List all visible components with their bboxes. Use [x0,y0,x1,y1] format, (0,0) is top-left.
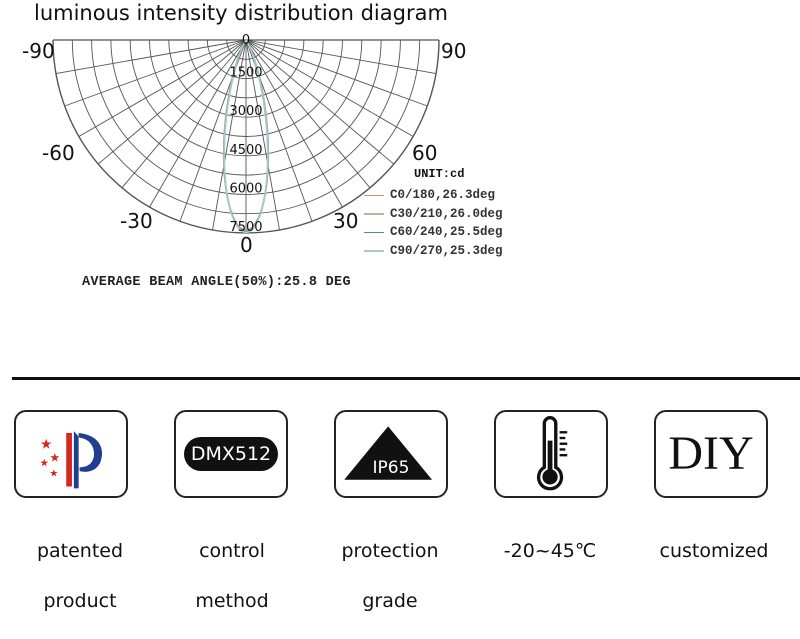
grid-spoke [245,39,343,208]
legend-item: C90/270,25.3deg [364,242,503,261]
feature-label: control method [195,540,269,612]
legend-label: C60/240,25.5deg [390,225,503,240]
legend-item: C30/210,26.0deg [364,205,503,224]
grid-spoke [55,39,247,74]
angle-label: -90 [22,39,55,63]
grid-spoke [78,39,247,137]
radial-tick-label: 6000 [229,181,262,196]
legend-item: C60/240,25.5deg [364,223,503,242]
legend-label: C90/270,25.3deg [390,243,503,258]
intensity-curve [223,39,269,234]
radial-tick-label: 1500 [229,66,262,81]
angle-label: -30 [120,209,153,233]
grid-spoke [212,39,247,231]
legend-label: C0/180,26.3deg [390,188,496,203]
thermometer-icon [494,410,608,498]
feature-label: customized [659,540,769,562]
grid-spoke [245,39,414,137]
grid-spoke [245,39,371,189]
legend-label: C30/210,26.0deg [390,206,503,221]
angle-label: -60 [42,141,75,165]
grid-spoke [121,39,247,189]
unit-label: UNIT:cd [414,167,465,181]
legend: C0/180,26.3deg C30/210,26.0deg C60/240,2… [364,186,503,260]
grid-spoke [97,39,247,165]
grid-spoke [64,39,247,107]
feature-label: -20~45℃ [503,540,597,562]
radial-tick-label: 3000 [229,104,262,119]
grid-spoke [149,39,247,208]
angle-label: 60 [412,141,437,165]
grid-spoke [245,39,437,74]
legend-swatch [364,213,384,215]
beam-angle-note: AVERAGE BEAM ANGLE(50%):25.8 DEG [82,275,351,290]
patent-logo [40,431,103,489]
section-divider [12,377,800,380]
intensity-curves [222,39,270,234]
grid-spoke [245,39,280,231]
patent-icon [14,410,128,498]
polar-chart: 0 1500 3000 4500 6000 7500 -90 90 -60 60 -30 30 0 [22,33,466,257]
feature-label: patented product [36,540,124,612]
angle-label: 30 [333,209,358,233]
legend-swatch [364,250,384,252]
grid-spoke [245,39,395,165]
diy-icon: DIY [654,410,768,498]
legend-swatch [364,231,384,233]
legend-swatch [364,194,384,196]
angle-label: 0 [240,233,253,257]
grid-spoke [245,39,428,107]
legend-item: C0/180,26.3deg [364,186,503,205]
radial-tick-label: 7500 [229,220,262,235]
feature-label: protection grade [341,540,439,612]
radial-tick-label: 4500 [229,143,262,158]
ip65-icon: IP65 [334,410,448,498]
angle-label: 90 [441,39,466,63]
dmx512-icon: DMX512 [174,410,288,498]
polar-labels: 0 1500 3000 4500 6000 7500 -90 90 -60 60 -30 30 0 [22,33,466,257]
chart-title: luminous intensity distribution diagram [34,1,448,25]
radial-tick-label: 0 [242,33,250,48]
